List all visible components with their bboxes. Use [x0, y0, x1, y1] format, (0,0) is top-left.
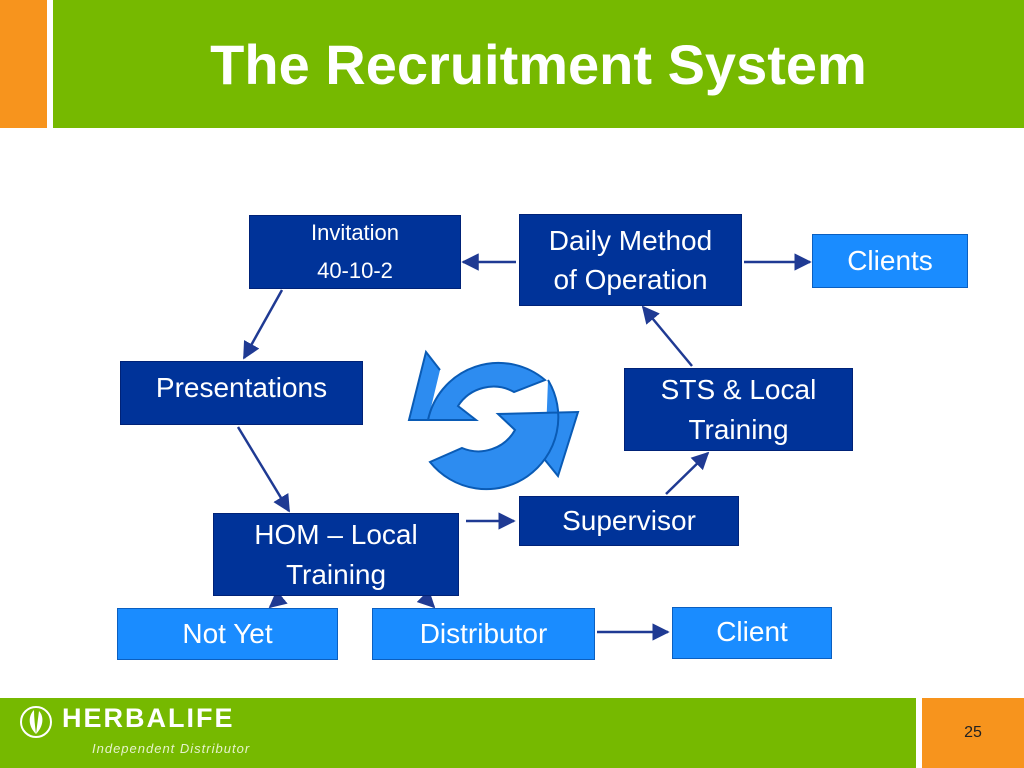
not-yet-box: Not Yet: [117, 608, 338, 660]
footer-green-bar: [0, 698, 916, 768]
presentations-box: Presentations: [120, 361, 363, 425]
footer-brand: HERBALIFE: [62, 703, 235, 733]
sts-box: STS & Local Training: [624, 368, 853, 451]
arrow-supervisor-to-sts: [665, 451, 710, 495]
daily-method-box: Daily Method of Operation: [519, 214, 742, 306]
hom-line1: HOM – Local: [254, 518, 418, 550]
presentations-label: Presentations: [155, 372, 328, 403]
cycle-refresh-icon: [407, 349, 580, 491]
arrow-presentations-to-hom: [236, 426, 291, 513]
footer-orange-bar: [922, 698, 1024, 768]
supervisor-label: Supervisor: [562, 505, 696, 536]
client-label: Client: [716, 616, 788, 647]
hom-box: HOM – Local Training: [213, 513, 459, 596]
header-green-bar: [53, 0, 1024, 128]
invitation-line1: Invitation: [310, 220, 400, 245]
invitation-line2: 40-10-2: [317, 258, 393, 283]
supervisor-box: Supervisor: [519, 496, 739, 546]
sts-line2: Training: [688, 413, 789, 445]
hom-line2: Training: [285, 558, 387, 590]
distributor-box: Distributor: [372, 608, 595, 660]
client-box: Client: [672, 607, 832, 659]
herbalife-leaf-icon: [20, 706, 52, 738]
clients-box: Clients: [812, 234, 968, 288]
header-orange-bar: [0, 0, 47, 128]
sts-line1: STS & Local: [660, 373, 817, 405]
daily-method-line1: Daily Method: [548, 225, 713, 256]
distributor-label: Distributor: [419, 618, 548, 649]
not-yet-label: Not Yet: [182, 618, 273, 649]
slide-title: The Recruitment System: [210, 32, 867, 96]
arrow-invitation-to-presentations: [242, 289, 284, 360]
arrow-sts-to-daily: [641, 305, 693, 367]
connector-arrows: [236, 253, 812, 641]
page-number: 25: [964, 724, 982, 741]
footer-tagline: Independent Distributor: [92, 741, 251, 756]
clients-label: Clients: [847, 245, 933, 276]
arrow-hom-to-notyet: [268, 590, 288, 609]
daily-method-line2: of Operation: [553, 264, 708, 295]
arrow-hom-to-distributor: [416, 589, 436, 609]
invitation-box: Invitation 40-10-2: [249, 215, 461, 289]
